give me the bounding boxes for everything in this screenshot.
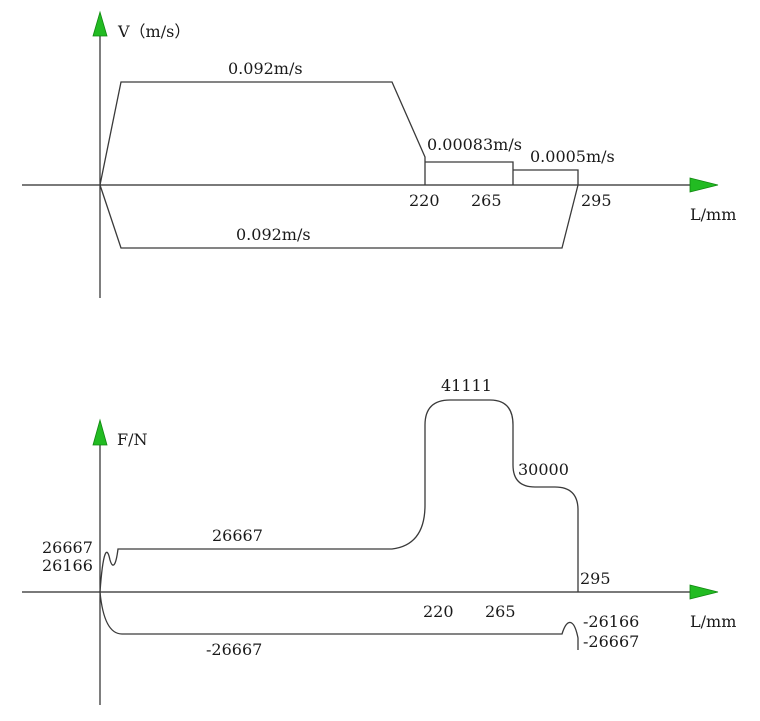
force-y-axis-label: F/N	[117, 430, 148, 449]
velocity-return-series	[99, 184, 579, 249]
velocity-forward-series	[99, 81, 579, 186]
velocity-tick-295: 295	[581, 191, 612, 210]
velocity-y-axis-arrow	[92, 10, 108, 37]
force-return-series	[99, 591, 579, 650]
force-label-end-high: -26166	[583, 612, 639, 631]
force-label-end-low: -26667	[583, 632, 639, 651]
force-tick-265: 265	[485, 602, 516, 621]
force-y-axis-arrow	[92, 418, 108, 446]
force-label-forward: 26667	[212, 526, 263, 545]
force-label-return: -26667	[206, 640, 262, 659]
force-x-axis-arrow	[689, 584, 719, 600]
velocity-x-axis-arrow	[689, 177, 719, 193]
force-x-axis-label: L/mm	[690, 612, 736, 631]
force-label-peak: 41111	[441, 376, 492, 395]
velocity-label-return: 0.092m/s	[236, 225, 311, 244]
force-label-30000: 30000	[518, 460, 569, 479]
velocity-chart: V（m/s） L/mm 0.092m/s 0.00083m/s 0.0005m/…	[22, 10, 736, 298]
velocity-label-forward-fast: 0.092m/s	[228, 59, 303, 78]
velocity-y-axis-label: V（m/s）	[117, 22, 190, 41]
force-tick-220: 220	[423, 602, 454, 621]
force-chart: F/N L/mm 41111 30000 26667 26667 26166 -…	[22, 376, 736, 705]
force-tick-295: 295	[580, 569, 611, 588]
force-label-start-low: 26166	[42, 556, 93, 575]
velocity-tick-220: 220	[409, 191, 440, 210]
velocity-label-slow: 0.0005m/s	[530, 147, 615, 166]
velocity-label-mid: 0.00083m/s	[427, 135, 522, 154]
force-forward-series	[99, 399, 579, 593]
velocity-x-axis-label: L/mm	[690, 205, 736, 224]
force-label-start-high: 26667	[42, 538, 93, 557]
velocity-tick-265: 265	[471, 191, 502, 210]
